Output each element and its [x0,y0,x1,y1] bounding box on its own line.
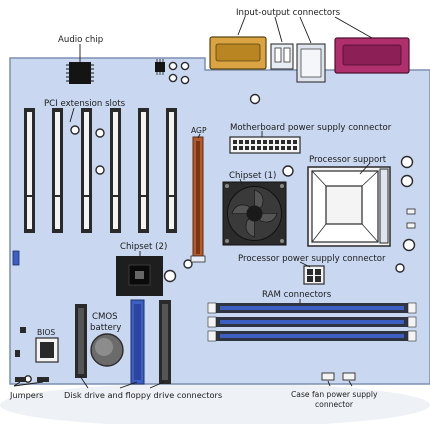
left-header [12,250,20,266]
label-agp: AGP [191,126,207,135]
label-audio-chip: Audio chip [58,35,103,45]
chipset-2 [116,256,163,296]
audio-chip [66,62,94,84]
label-processor-power: Processor power supply connector [238,254,386,264]
processor-power-connector [303,265,325,285]
label-cmos-line2: battery [90,323,121,333]
case-fan-connectors [321,372,356,381]
label-case-fan-line2: connector [315,400,354,409]
motherboard-power-connector [229,136,301,154]
processor-socket [307,166,391,247]
small-jumpers-right [406,208,416,229]
pci-slot [166,108,177,233]
label-disk-floppy-connectors: Disk drive and floppy drive connectors [64,390,222,400]
pci-slot [110,108,121,233]
label-input-output-connectors: Input-output connectors [236,8,341,18]
pci-slot [81,108,92,233]
small-chips-left [15,327,26,357]
agp-slot [190,136,206,263]
ps2-connector [296,43,326,83]
mounting-holes [24,61,416,383]
label-chipset-2: Chipset (2) [120,242,167,252]
serial-port-connector [209,36,267,70]
label-processor-support: Processor support [309,155,387,165]
label-jumpers: Jumpers [9,390,43,400]
pci-slot [138,108,149,233]
leader-lines [13,16,373,389]
chipset-1-fan [222,181,287,246]
board-shadow [0,383,430,424]
label-motherboard-power: Motherboard power supply connector [230,123,392,133]
small-chip [155,59,165,75]
jumper-blocks [15,377,49,382]
cmos-battery [90,333,124,367]
pci-slot [52,108,63,233]
ide-connector-primary [130,299,145,385]
ram-connectors [207,302,417,342]
floppy-connector [75,304,87,378]
label-cmos-line1: CMOS [92,312,118,322]
usb-connectors [270,43,294,70]
label-case-fan-line1: Case fan power supply [291,390,378,399]
label-chipset-1: Chipset (1) [229,171,276,181]
pci-slot [24,108,35,233]
ide-connector-secondary [159,300,171,384]
bios-chip [35,337,59,363]
ram-slot [207,316,417,328]
label-pci-slots: PCI extension slots [44,99,126,109]
ram-slot [207,330,417,342]
ram-slot [207,302,417,314]
label-bios: BIOS [37,328,55,337]
pci-slots [24,108,177,233]
parallel-port-connector [334,37,410,74]
label-ram-connectors: RAM connectors [262,290,332,300]
